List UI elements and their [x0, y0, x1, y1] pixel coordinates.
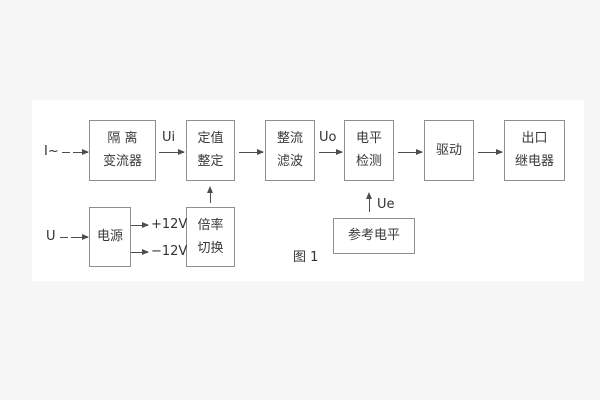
arrow-power-minus-12v: [131, 249, 149, 255]
label-uo: Uo: [319, 130, 337, 145]
arrow-input-voltage-to-power: [71, 234, 89, 240]
block-setting-line2: 整定: [197, 154, 224, 169]
block-output-line1: 出口: [521, 131, 548, 146]
block-drive: 驱动: [424, 120, 474, 181]
arrow-power-plus-12v: [131, 222, 149, 228]
block-ratio-switch: 倍率 切换: [186, 207, 235, 267]
arrow-drive-to-output: [478, 149, 503, 155]
block-rectifier-line1: 整流: [276, 131, 303, 146]
block-setting-line1: 定值: [197, 131, 224, 146]
block-isolation-line1: 隔 离: [107, 131, 138, 146]
block-rectify-filter: 整流 滤波: [265, 120, 315, 181]
block-output-relay: 出口 继电器: [504, 120, 565, 181]
label-ue: Ue: [377, 197, 395, 212]
block-power-supply: 电源: [89, 207, 131, 267]
block-ratio-line2: 切换: [197, 240, 224, 256]
arrow-ratio-to-setting: [206, 186, 213, 203]
arrow-level-to-drive: [398, 149, 423, 155]
block-rectifier-line2: 滤波: [276, 154, 303, 169]
block-level-line1: 电平: [355, 131, 382, 146]
dash-input-current: [62, 152, 70, 153]
block-level-detect: 电平 检测: [344, 120, 394, 181]
block-reference-label: 参考电平: [347, 228, 400, 243]
arrow-isolation-to-setting: [159, 149, 185, 155]
label-ui: Ui: [162, 130, 176, 145]
block-isolation-line2: 变流器: [102, 154, 142, 169]
block-setting-adjust: 定值 整定: [186, 120, 235, 181]
arrow-setting-to-rectifier: [239, 149, 264, 155]
figure-caption: 图 1: [293, 250, 319, 265]
arrow-reference-to-level: [365, 192, 372, 212]
label-plus-12v: +12V: [151, 217, 188, 232]
label-minus-12v: −12V: [151, 244, 188, 259]
arrow-rectifier-to-level: [319, 149, 343, 155]
block-output-line2: 继电器: [514, 154, 554, 169]
block-reference-level: 参考电平: [333, 218, 415, 254]
block-isolation-transformer: 隔 离 变流器: [89, 120, 156, 181]
block-ratio-line1: 倍率: [197, 217, 224, 233]
dash-input-voltage: [60, 237, 68, 238]
block-power-label: 电源: [96, 229, 123, 244]
label-input-current: I~: [44, 144, 59, 159]
block-level-line2: 检测: [355, 154, 382, 169]
block-drive-label: 驱动: [435, 142, 462, 158]
label-input-voltage: U: [46, 229, 56, 244]
arrow-input-current-to-isolation: [73, 149, 89, 155]
